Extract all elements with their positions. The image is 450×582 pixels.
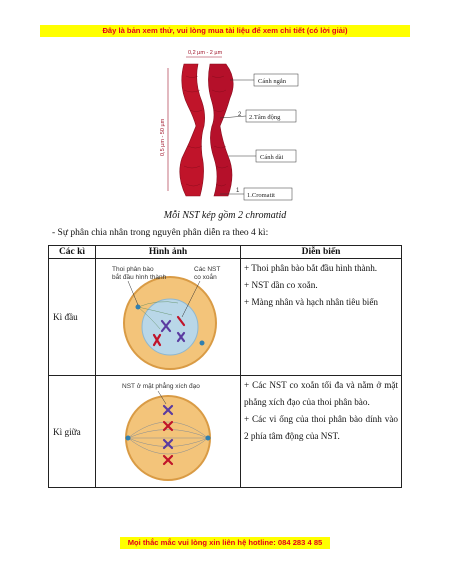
chromatid-index: 1 [236, 188, 240, 194]
equator-label: NST ở mặt phẳng xích đạo [122, 381, 200, 390]
phase-metaphase: Kì giữa [48, 375, 96, 488]
coil-label-line2: co xoắn [194, 272, 217, 281]
chromatid-right [208, 63, 234, 197]
label-centromere: 2.Tâm động [249, 114, 281, 121]
hotline-footer: Mọi thắc mắc vui lòng xin liên hệ hotlin… [120, 537, 330, 549]
prophase-event-2: + NST dần co xoắn. [244, 280, 318, 290]
chromatid-left [179, 63, 205, 197]
prophase-illustration: Thoi phân bào bắt đầu hình thành Các NST… [112, 266, 220, 370]
table-header-row: Các kì Hình ảnh Diễn biến [48, 245, 402, 259]
label-long-arm: Cánh dài [260, 154, 283, 161]
label-short-arm: Cánh ngắn [258, 78, 287, 85]
mitosis-table: Các kì Hình ảnh Diễn biến Kì đầu [48, 245, 402, 488]
prophase-image-cell: Thoi phân bào bắt đầu hình thành Các NST… [95, 258, 241, 376]
header-image: Hình ảnh [95, 245, 241, 259]
table-row: Kì giữa NST ở mặt phẳng xích đạo [48, 375, 402, 488]
figure-caption: Mỗi NST kép gồm 2 chromatid [163, 210, 287, 221]
width-label: 0,2 µm - 2 µm [188, 50, 223, 56]
prophase-events: + Thoi phân bào bắt đầu hình thành. + NS… [240, 258, 402, 376]
prophase-event-3: + Màng nhân và hạch nhân tiêu biến [244, 297, 379, 307]
header-phase: Các kì [48, 245, 96, 259]
table-row: Kì đầu Thoi phân bào bắt đầ [48, 258, 402, 376]
metaphase-event-1: + Các NST co xoắn tối đa và nằm ở mặt ph… [244, 380, 398, 407]
intro-text: - Sự phân chia nhân trong nguyên phân di… [52, 228, 269, 238]
metaphase-event-2: + Các vi ống của thoi phân bào dính vào … [244, 414, 398, 441]
prophase-event-1: + Thoi phân bào bắt đầu hình thành. [244, 263, 378, 273]
spindle-label-line2: bắt đầu hình thành [112, 272, 167, 281]
coil-label-line1: Các NST [194, 266, 220, 273]
chromosome-figure: 0,2 µm - 2 µm 0,5 µm - 50 µm 2 1 Cánh ng… [160, 50, 299, 201]
label-chromatid: 1.Cromatit [247, 192, 275, 199]
spindle-label-line1: Thoi phân bào [112, 266, 154, 273]
metaphase-events: + Các NST co xoắn tối đa và nằm ở mặt ph… [240, 375, 402, 488]
phase-prophase: Kì đầu [48, 258, 96, 376]
metaphase-image-cell: NST ở mặt phẳng xích đạo [95, 375, 241, 488]
header-events: Diễn biến [240, 245, 402, 259]
preview-banner: Đây là bản xem thử, vui lòng mua tài liệ… [40, 25, 410, 37]
length-label: 0,5 µm - 50 µm [160, 118, 166, 156]
centromere-index: 2 [238, 112, 242, 118]
metaphase-illustration: NST ở mặt phẳng xích đạo [122, 381, 211, 481]
